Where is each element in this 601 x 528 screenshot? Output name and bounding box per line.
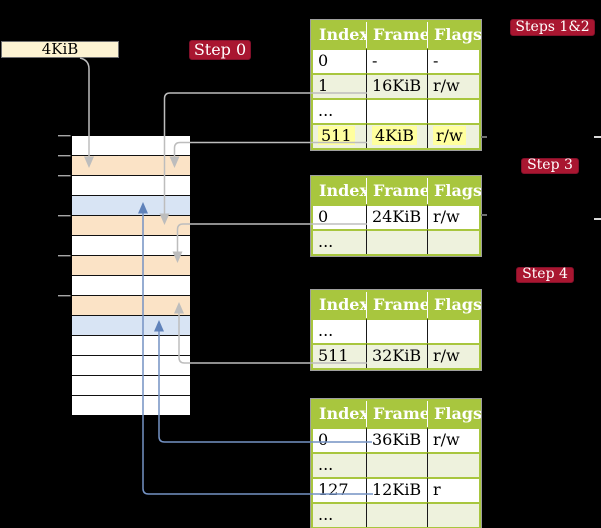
memory-frame-white (72, 276, 190, 296)
table-cell: 24KiB (367, 204, 428, 229)
physical-memory-column (71, 135, 191, 416)
memory-tick-marks (58, 134, 71, 297)
column-header-frame: Frame (367, 178, 430, 204)
table-cell: 0 (313, 204, 367, 229)
column-header-frame: Frame (367, 292, 430, 318)
table-cell: ... (313, 502, 367, 527)
edge-stub-marks (481, 136, 601, 220)
table-cell: r/w (428, 123, 479, 148)
table-cell: 32KiB (367, 343, 428, 368)
steps-1-2-badge: Steps 1&2 (510, 19, 595, 36)
memory-frame-white (72, 396, 190, 415)
table-cell: 0 (313, 48, 367, 73)
memory-frame-orange (72, 216, 190, 236)
table-cell (367, 98, 428, 123)
table-cell: r/w (428, 204, 479, 229)
memory-frame-orange (72, 296, 190, 316)
memory-frame-white (72, 136, 190, 156)
memory-frame-orange (72, 156, 190, 176)
step-3-badge: Step 3 (521, 158, 579, 174)
table-cell: ... (313, 98, 367, 123)
highlighted-value: r/w (433, 126, 466, 145)
column-header-frame: Frame (367, 401, 430, 427)
table-cell: - (367, 48, 428, 73)
column-header-index: Index (313, 401, 369, 427)
table-cell (367, 318, 428, 343)
table-cell: r/w (428, 343, 479, 368)
table-cell: - (428, 48, 479, 73)
table-cell: 0 (313, 427, 367, 452)
memory-frame-orange (72, 256, 190, 276)
table-cell: r/w (428, 73, 479, 98)
memory-frame-blue (72, 196, 190, 216)
table-cell: ... (313, 318, 367, 343)
column-header-index: Index (313, 22, 369, 48)
memory-frame-white (72, 336, 190, 356)
column-header-flags: Flags (428, 292, 482, 318)
table-cell: 16KiB (367, 73, 428, 98)
column-header-flags: Flags (428, 22, 482, 48)
table-cell (428, 452, 479, 477)
table-cell (428, 318, 479, 343)
table-cell: 36KiB (367, 427, 428, 452)
highlighted-value: 4KiB (372, 126, 418, 145)
highlighted-value: 511 (318, 126, 355, 145)
table-cell: 12KiB (367, 477, 428, 502)
page-table-base-box: 4KiB (1, 41, 119, 58)
table-cell (367, 452, 428, 477)
table-cell: 4KiB (367, 123, 428, 148)
table-cell: ... (313, 229, 367, 254)
table-cell: 127 (313, 477, 367, 502)
table-cell (367, 229, 428, 254)
step-0-badge: Step 0 (189, 40, 251, 60)
step-4-badge: Step 4 (516, 267, 574, 283)
memory-frame-white (72, 176, 190, 196)
memory-frame-white (72, 356, 190, 376)
table-cell: r (428, 477, 479, 502)
table-cell (428, 229, 479, 254)
table-cell (428, 98, 479, 123)
memory-frame-white (72, 376, 190, 396)
memory-frame-blue (72, 316, 190, 336)
column-header-flags: Flags (428, 178, 482, 204)
table-cell: 511 (313, 123, 367, 148)
table-cell: ... (313, 452, 367, 477)
table-cell: 1 (313, 73, 367, 98)
column-header-frame: Frame (367, 22, 430, 48)
table-cell (428, 502, 479, 527)
table-cell: r/w (428, 427, 479, 452)
column-header-index: Index (313, 292, 369, 318)
table-cell (367, 502, 428, 527)
column-header-flags: Flags (428, 401, 482, 427)
column-header-index: Index (313, 178, 369, 204)
memory-frame-white (72, 236, 190, 256)
table-cell: 511 (313, 343, 367, 368)
